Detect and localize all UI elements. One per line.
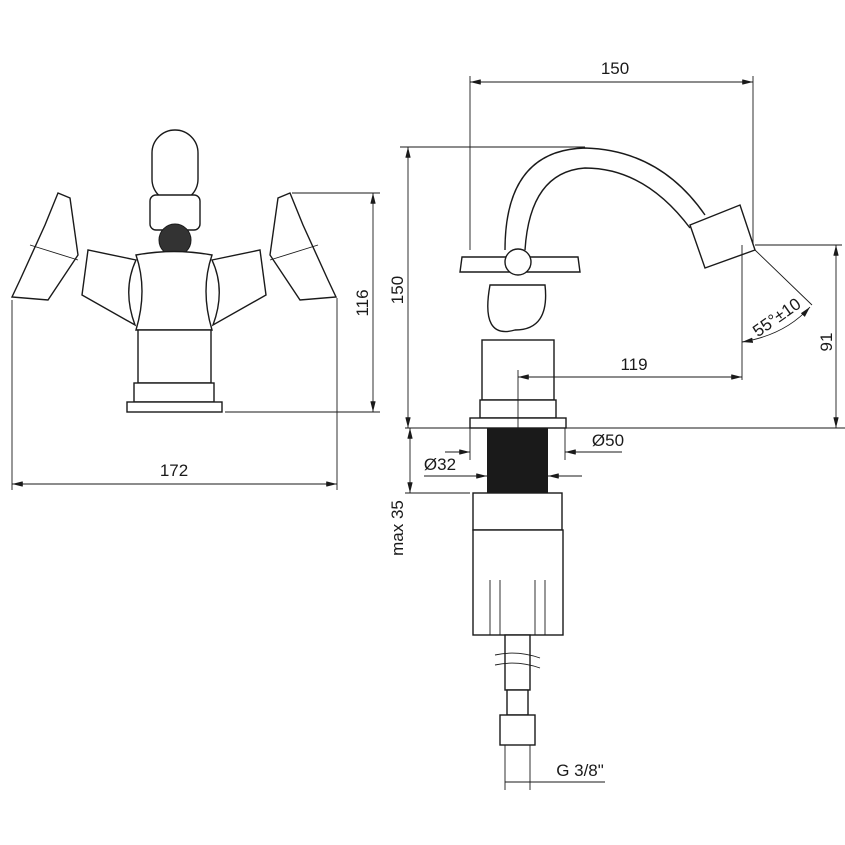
- front-view-faucet: [10, 129, 338, 413]
- side-dimensions: 150 150 91 119 55°±10 Ø50 Ø32 max 35 G 3…: [388, 59, 845, 790]
- spout-width-label: 150: [601, 59, 629, 78]
- side-view-faucet: [459, 147, 756, 746]
- front-dimensions: 172 116: [11, 192, 380, 490]
- connection-thread-label: G 3/8": [556, 761, 604, 780]
- max-thickness-label: max 35: [388, 500, 407, 556]
- mounting-thread: [487, 428, 548, 493]
- thread-diameter-label: Ø32: [424, 455, 456, 474]
- base-diameter-label: Ø50: [592, 431, 624, 450]
- height-dimension-label: 116: [353, 289, 372, 316]
- spout-height-label: 91: [817, 333, 836, 352]
- width-dimension-label: 172: [160, 461, 188, 480]
- spray-angle-label: 55°±10: [749, 294, 804, 341]
- total-height-label: 150: [388, 276, 407, 304]
- spout-reach-label: 119: [620, 355, 647, 374]
